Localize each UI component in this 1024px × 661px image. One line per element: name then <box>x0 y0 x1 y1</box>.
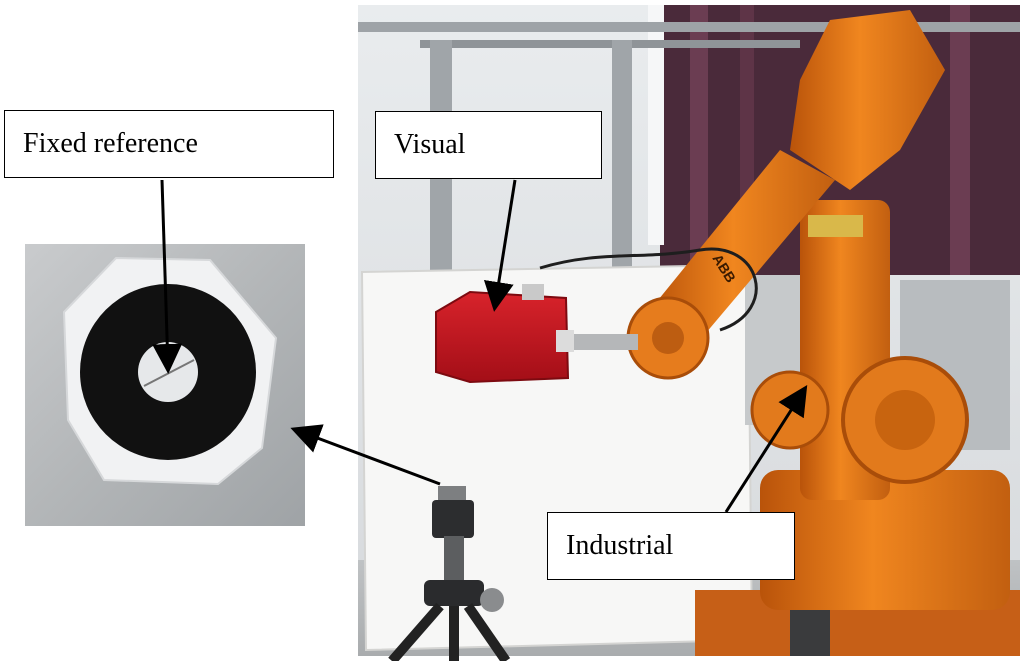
arrow-tripod-to-target <box>290 424 441 486</box>
tripod <box>388 486 511 661</box>
visual-sensor <box>435 284 574 384</box>
arrow-industrial <box>724 384 808 513</box>
robot-base <box>760 470 1010 610</box>
window-light <box>648 5 664 245</box>
robot-controller-box <box>790 610 830 656</box>
robot-warning-label <box>808 215 863 237</box>
robot-joint-hub <box>875 390 935 450</box>
robot-wrist-hub <box>652 322 684 354</box>
label-industrial-text: Industrial <box>566 530 674 561</box>
label-fixed-reference: Fixed reference <box>4 110 334 178</box>
arrow-visual <box>483 179 517 312</box>
overhead-rail <box>358 22 1020 32</box>
robot-forearm <box>650 150 835 340</box>
support-column <box>612 40 632 280</box>
label-industrial: Industrial <box>547 512 795 580</box>
robot-upper-housing <box>790 10 945 190</box>
sensor-cable <box>539 247 758 332</box>
label-fixed-reference-text: Fixed reference <box>23 128 198 159</box>
lab-photo: ABB <box>358 5 1020 661</box>
curtain-fold <box>950 5 970 275</box>
tool-flange <box>568 334 638 350</box>
overhead-rail <box>420 40 800 48</box>
industrial-robot: ABB <box>539 10 1020 656</box>
arrow-fixed-reference <box>152 179 183 374</box>
label-visual: Visual <box>375 111 602 179</box>
curtain-fold <box>690 5 708 275</box>
label-visual-text: Visual <box>394 129 466 160</box>
